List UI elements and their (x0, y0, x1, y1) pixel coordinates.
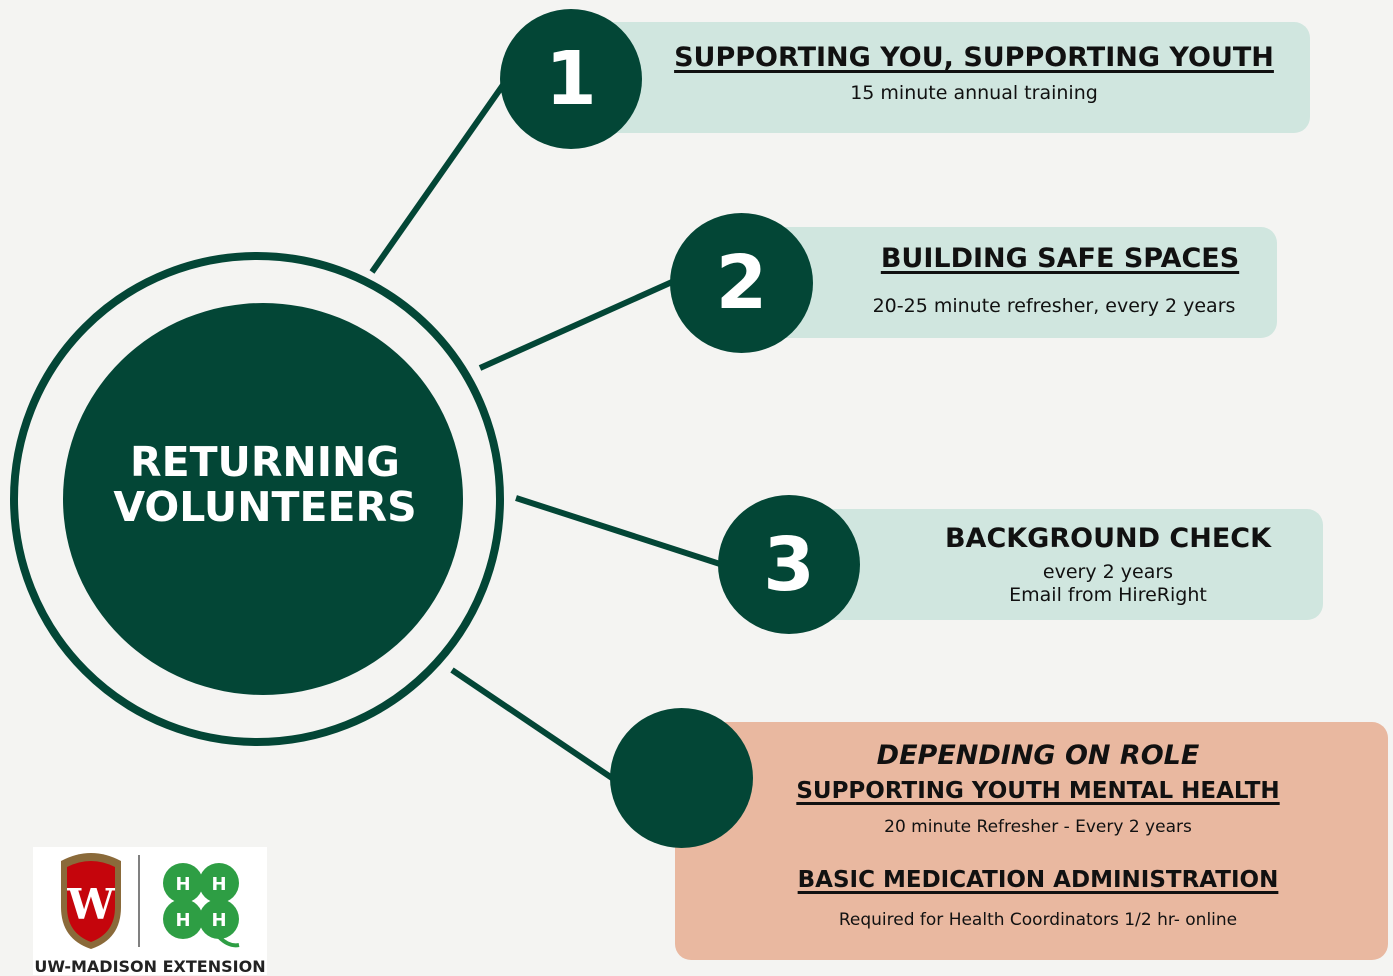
step-1-number: 1 (500, 9, 642, 149)
connector-line-1 (369, 83, 506, 274)
step-3-number: 3 (718, 495, 860, 634)
step-3-detail-line1: every 2 years (1042, 561, 1174, 583)
role-item-1-title: SUPPORTING YOUTH MENTAL HEALTH (796, 778, 1280, 804)
role-item-1-detail: 20 minute Refresher - Every 2 years (884, 817, 1192, 837)
connector-line-2 (478, 279, 674, 371)
logo-graphics: W H H H H (61, 853, 240, 949)
role-circle (610, 708, 753, 848)
clover-letter-3: H (175, 910, 190, 931)
center-title-line1: RETURNING (130, 438, 400, 486)
step-2-detail: 20-25 minute refresher, every 2 years (872, 295, 1236, 317)
step-3-title: BACKGROUND CHECK (944, 523, 1272, 554)
role-item-2-detail: Required for Health Coordinators 1/2 hr-… (838, 910, 1238, 930)
step-2-title: BUILDING SAFE SPACES (880, 243, 1240, 274)
center-circle (63, 303, 463, 695)
clover-letter-2: H (211, 874, 226, 895)
uw-crest-icon: W (61, 853, 121, 949)
center-title-line2: VOLUNTEERS (113, 483, 417, 531)
four-h-clover-icon: H H H H (163, 863, 240, 948)
step-2-box (740, 227, 1277, 338)
logo-caption: UW-MADISON EXTENSION (34, 957, 266, 976)
step-3-box (790, 509, 1323, 620)
role-item-2-title: BASIC MEDICATION ADMINISTRATION (797, 867, 1279, 893)
connector-line-3 (515, 495, 721, 567)
crest-letter: W (66, 880, 115, 929)
connector-line-4 (450, 667, 614, 781)
clover-letter-4: H (211, 910, 226, 931)
step-1-detail: 15 minute annual training (850, 82, 1098, 104)
step-1-title: SUPPORTING YOU, SUPPORTING YOUTH (674, 42, 1274, 73)
role-box (675, 722, 1388, 960)
role-heading: DEPENDING ON ROLE (876, 740, 1200, 771)
step-1-box (560, 22, 1310, 133)
clover-letter-1: H (175, 874, 190, 895)
step-2-number: 2 (670, 213, 813, 353)
step-3-detail-line2: Email from HireRight (1009, 584, 1207, 606)
center-title: RETURNING VOLUNTEERS (63, 440, 467, 530)
uw-extension-logo: W H H H H UW-MADISON EXTENSION (33, 847, 267, 976)
